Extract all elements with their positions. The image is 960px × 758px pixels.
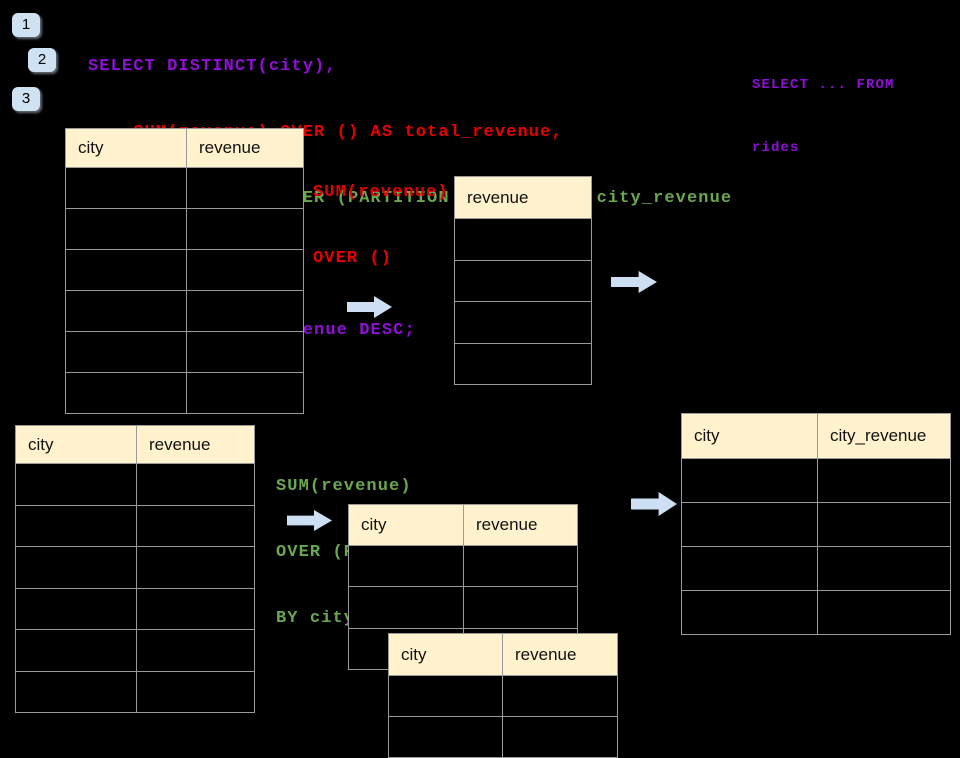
table-cell — [65, 249, 187, 291]
table-cell — [186, 331, 304, 373]
column-header: city — [681, 413, 818, 459]
table-cell — [454, 259, 592, 302]
city-revenue-result-table: city city_revenue — [681, 413, 951, 635]
table-cell — [817, 546, 951, 591]
table-cell — [348, 544, 464, 588]
right-arrow-icon — [631, 492, 677, 516]
table-cell — [186, 249, 304, 291]
step-badge-2: 2 — [28, 48, 56, 72]
step-badge-1: 1 — [12, 13, 40, 37]
table-cell — [136, 670, 255, 713]
table-cell — [186, 372, 304, 414]
total-revenue-label-line2: OVER () — [313, 249, 393, 268]
column-header: revenue — [454, 176, 592, 219]
table-cell — [388, 716, 503, 758]
table-cell — [348, 586, 464, 629]
column-header: city — [388, 633, 503, 676]
table-cell — [15, 670, 137, 713]
source-table-bottom: city revenue — [15, 425, 255, 713]
table-cell — [65, 208, 187, 250]
step-badge-3: 3 — [12, 87, 40, 111]
column-header: revenue — [502, 633, 618, 676]
table-cell — [454, 301, 592, 344]
column-header: revenue — [463, 504, 578, 546]
table-cell — [136, 629, 255, 672]
table-cell — [681, 590, 818, 635]
column-header: city — [348, 504, 464, 546]
table-cell — [463, 544, 578, 588]
table-cell — [65, 372, 187, 414]
select-from-note-line2: rides — [752, 140, 800, 156]
table-cell — [454, 218, 592, 261]
table-cell — [817, 502, 951, 547]
table-cell — [681, 546, 818, 591]
select-from-note-line1: SELECT ... FROM — [752, 77, 895, 93]
table-cell — [681, 502, 818, 547]
table-cell — [186, 208, 304, 250]
total-revenue-label: SUM(revenue) OVER () — [313, 138, 449, 292]
table-cell — [136, 504, 255, 547]
table-cell — [65, 331, 187, 373]
column-header: city — [65, 128, 187, 168]
table-cell — [65, 167, 187, 209]
table-cell — [454, 342, 592, 385]
table-cell — [15, 587, 137, 630]
table-cell — [136, 587, 255, 630]
table-cell — [463, 586, 578, 629]
table-cell — [15, 546, 137, 589]
column-header: city — [15, 425, 137, 464]
select-from-note: SELECT ... FROM rides — [752, 33, 895, 180]
table-cell — [817, 590, 951, 635]
table-cell — [186, 290, 304, 332]
table-cell — [136, 463, 255, 506]
source-table-top: city revenue — [65, 128, 304, 414]
table-cell — [65, 290, 187, 332]
total-revenue-label-line1: SUM(revenue) — [313, 183, 449, 202]
column-header: revenue — [186, 128, 304, 168]
table-cell — [502, 716, 618, 758]
table-cell — [817, 458, 951, 503]
total-revenue-table: revenue — [454, 176, 592, 385]
table-cell — [136, 546, 255, 589]
table-cell — [388, 675, 503, 717]
column-header: revenue — [136, 425, 255, 464]
table-cell — [15, 463, 137, 506]
sql-line-select: SELECT DISTINCT(city), — [88, 57, 337, 76]
table-cell — [681, 458, 818, 503]
column-header: city_revenue — [817, 413, 951, 459]
table-cell — [15, 629, 137, 672]
table-cell — [502, 675, 618, 717]
partition-label-line1: SUM(revenue) — [276, 477, 412, 496]
table-cell — [186, 167, 304, 209]
table-cell — [15, 504, 137, 547]
partition-step-overlay-table: city revenue — [388, 633, 618, 758]
